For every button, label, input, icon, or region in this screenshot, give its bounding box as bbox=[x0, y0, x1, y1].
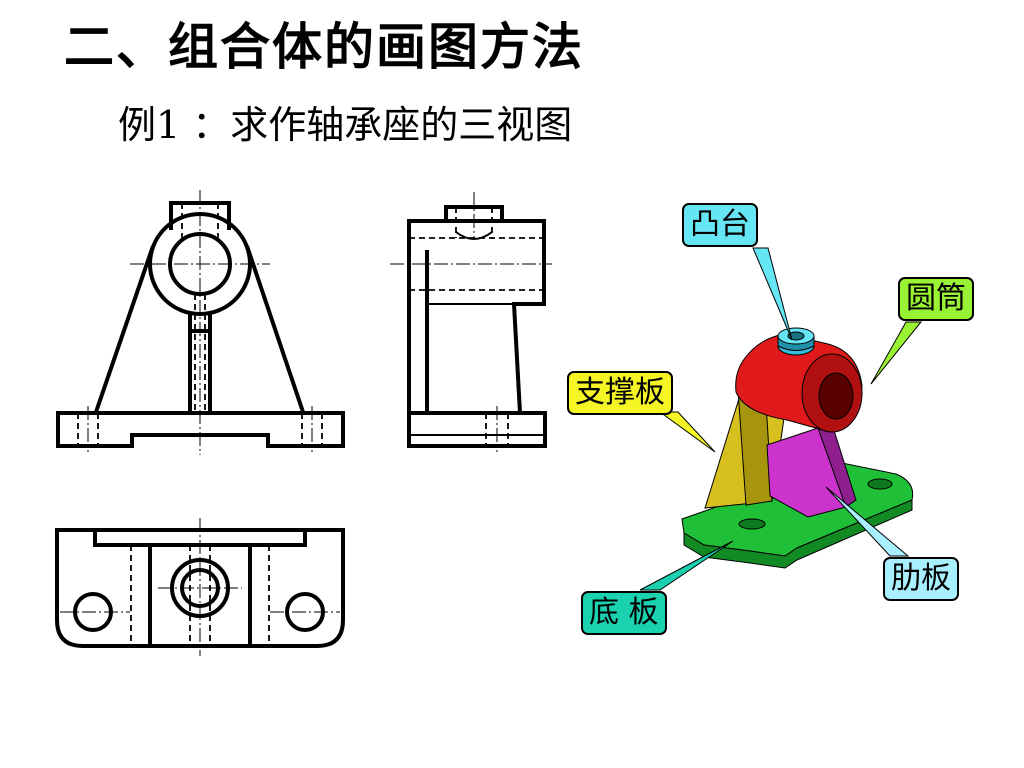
rib-plate bbox=[766, 427, 847, 518]
front-view bbox=[56, 190, 345, 455]
pointer-support-plate bbox=[658, 411, 716, 453]
top-view bbox=[55, 518, 345, 656]
callout-cylinder: 圆筒 bbox=[898, 277, 974, 321]
pointer-cylinder bbox=[870, 321, 923, 385]
side-view bbox=[390, 192, 552, 452]
pointer-base-plate bbox=[639, 540, 734, 591]
callout-rib-plate: 肋板 bbox=[883, 557, 959, 601]
callout-pointers bbox=[639, 247, 923, 591]
pointer-rib-plate bbox=[825, 486, 910, 557]
bearing-seat-model bbox=[681, 327, 914, 569]
pointer-boss bbox=[752, 247, 793, 341]
callout-boss: 凸台 bbox=[682, 203, 758, 247]
callout-base-plate: 底 板 bbox=[581, 591, 667, 635]
callout-support-plate: 支撑板 bbox=[567, 371, 673, 415]
example-caption: 例1 ：求作轴承座的三视图 bbox=[118, 103, 573, 147]
page-title: 二、组合体的画图方法 bbox=[64, 18, 584, 76]
